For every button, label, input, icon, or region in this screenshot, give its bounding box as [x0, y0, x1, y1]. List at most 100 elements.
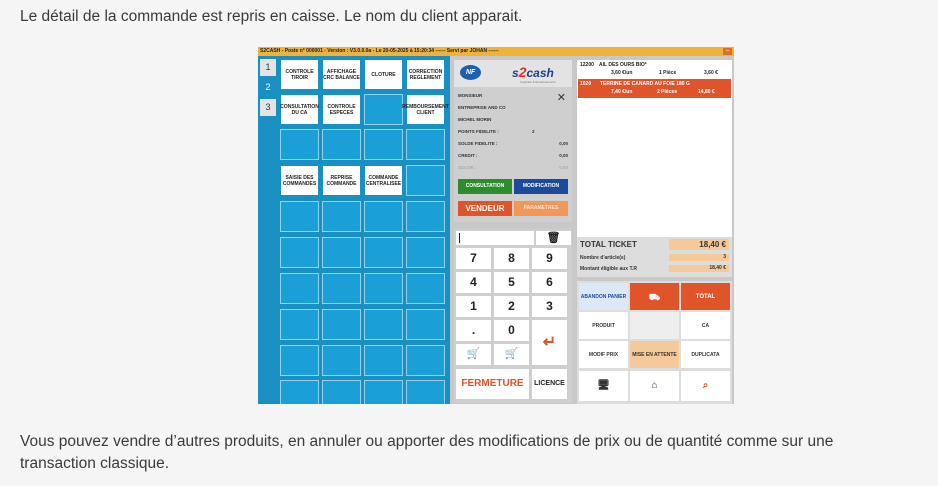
credit-label: CREDIT :	[458, 153, 478, 158]
points-label: POINTS FIDELITE :	[458, 129, 499, 134]
key-2[interactable]: 2	[494, 296, 529, 317]
cart-remove-icon[interactable]: 🛒	[456, 344, 491, 365]
customer-display-icon[interactable]: 🖥	[579, 371, 628, 401]
consultation-ca-button[interactable]: CONSULTATION DU CA	[280, 94, 319, 125]
key-5[interactable]: 5	[494, 272, 529, 293]
key-0[interactable]: 0	[494, 320, 529, 341]
mise-en-attente-button[interactable]: MISE EN ATTENTE	[630, 341, 679, 368]
key-6[interactable]: 6	[532, 272, 567, 293]
blank-button[interactable]	[630, 312, 679, 339]
empty-function-slot[interactable]	[280, 129, 319, 160]
reprise-commande-button[interactable]: REPRISE COMMANDE	[322, 165, 361, 196]
cloture-button[interactable]: CLOTURE	[364, 59, 403, 90]
panel-tab-1[interactable]: 1	[260, 59, 276, 76]
vendeur-button[interactable]: VENDEUR	[458, 201, 512, 216]
total-button[interactable]: TOTAL	[681, 283, 730, 310]
empty-function-slot[interactable]	[406, 237, 445, 268]
duplicata-button[interactable]: DUPLICATA	[681, 341, 730, 368]
total-ticket-value: 18,40 €	[669, 239, 729, 250]
minimize-button[interactable]: –	[723, 48, 732, 55]
key-4[interactable]: 4	[456, 272, 491, 293]
ticket-list: 12200 AIL DES OURS BIO* 3,60 €/un 1 Pièc…	[577, 60, 732, 237]
key-7[interactable]: 7	[456, 248, 491, 269]
empty-function-slot[interactable]	[322, 380, 361, 404]
empty-function-slot[interactable]	[322, 237, 361, 268]
key-8[interactable]: 8	[494, 248, 529, 269]
modif-prix-button[interactable]: MODIF PRIX	[579, 341, 628, 368]
selected-ticket-line[interactable]: 1020 TERRINE DE CANARD AU FOIE 180 G 7,4…	[578, 79, 731, 98]
key-1[interactable]: 1	[456, 296, 491, 317]
ticket-line-code: 12200	[580, 62, 594, 68]
empty-function-slot[interactable]	[364, 273, 403, 304]
licence-button[interactable]: LICENCE	[532, 369, 567, 399]
articles-value: 3	[669, 254, 729, 261]
empty-function-slot[interactable]	[322, 201, 361, 232]
nf-logo: NF	[460, 65, 481, 80]
produit-button[interactable]: PRODUIT	[579, 312, 628, 339]
trash-icon[interactable]: 🗑	[536, 231, 571, 245]
quantity-input[interactable]	[456, 231, 534, 245]
empty-function-slot[interactable]	[364, 94, 403, 125]
parametres-button[interactable]: PARAMETRES	[514, 201, 568, 216]
key-3[interactable]: 3	[532, 296, 567, 317]
empty-function-slot[interactable]	[406, 273, 445, 304]
logo-row: NF s2cash Logiciels & Encaissements	[454, 60, 572, 87]
ca-button[interactable]: CA	[681, 312, 730, 339]
remboursement-client-button[interactable]: REMBOURSEMENT CLIENT	[402, 94, 449, 125]
empty-function-slot[interactable]	[322, 345, 361, 376]
close-icon[interactable]: ✕	[556, 92, 566, 104]
empty-function-slot[interactable]	[364, 129, 403, 160]
empty-function-slot[interactable]	[322, 309, 361, 340]
panel-tab-2[interactable]: 2	[260, 79, 276, 96]
empty-function-slot[interactable]	[406, 345, 445, 376]
ticket-line-total: 3,60 €	[704, 70, 718, 76]
key-dot[interactable]: .	[456, 320, 491, 341]
empty-function-slot[interactable]	[406, 201, 445, 232]
empty-function-slot[interactable]	[364, 237, 403, 268]
logo-two: 2	[518, 64, 527, 80]
empty-function-slot[interactable]	[280, 309, 319, 340]
empty-function-slot[interactable]	[280, 345, 319, 376]
customer-civility: MONSIEUR	[458, 93, 483, 98]
cart-add-icon[interactable]: 🛒	[494, 344, 529, 365]
empty-function-slot[interactable]	[322, 129, 361, 160]
empty-function-slot[interactable]	[280, 237, 319, 268]
empty-function-slot[interactable]	[406, 165, 445, 196]
empty-function-slot[interactable]	[364, 201, 403, 232]
fermeture-button[interactable]: FERMETURE	[456, 369, 529, 399]
abandon-panier-button[interactable]: ABANDON PANIER	[579, 283, 628, 310]
ticket-line-qty: 1 Pièce	[659, 70, 677, 76]
modification-button[interactable]: MODIFICATION	[514, 179, 568, 194]
empty-function-slot[interactable]	[364, 380, 403, 404]
empty-function-slot[interactable]	[364, 345, 403, 376]
credit-value: 0,00	[559, 153, 568, 158]
empty-function-slot[interactable]	[406, 380, 445, 404]
search-icon[interactable]: ⌕	[681, 371, 730, 401]
ticket-line-unit: 7,40 €/un	[611, 89, 633, 95]
empty-function-slot[interactable]	[406, 129, 445, 160]
key-9[interactable]: 9	[532, 248, 567, 269]
basket-icon[interactable]: ⛟	[630, 283, 679, 310]
empty-function-slot[interactable]	[406, 309, 445, 340]
saisie-commandes-button[interactable]: SAISIE DES COMMANDES	[280, 165, 319, 196]
empty-function-slot[interactable]	[322, 273, 361, 304]
empty-function-slot[interactable]	[280, 380, 319, 404]
empty-function-slot[interactable]	[364, 309, 403, 340]
affichage-balance-button[interactable]: AFFICHAGE CRC BALANCE	[322, 59, 361, 90]
instruction-text-bottom: Vous pouvez vendre d’autres produits, en…	[20, 433, 834, 472]
customer-name: MICHEL MORIN	[458, 117, 492, 122]
consultation-button[interactable]: CONSULTATION	[458, 179, 512, 194]
solde-value: 0,00	[559, 165, 568, 170]
enter-icon[interactable]: ↵	[532, 320, 567, 365]
correction-reglement-button[interactable]: CORRECTION REGLEMENT	[406, 59, 445, 90]
empty-function-slot[interactable]	[280, 273, 319, 304]
controle-tiroir-button[interactable]: CONTROLE TIROIR	[280, 59, 319, 90]
panel-tab-3[interactable]: 3	[260, 99, 276, 116]
empty-function-slot[interactable]	[280, 201, 319, 232]
ticket-line-qty: 2 Pièces	[657, 89, 678, 95]
cloche-icon[interactable]: ⌂	[630, 371, 679, 401]
total-ticket-label: TOTAL TICKET	[580, 240, 637, 249]
commande-centralisee-button[interactable]: COMMANDE CENTRALISEE	[364, 165, 403, 196]
controle-especes-button[interactable]: CONTROLE ESPECES	[322, 94, 361, 125]
